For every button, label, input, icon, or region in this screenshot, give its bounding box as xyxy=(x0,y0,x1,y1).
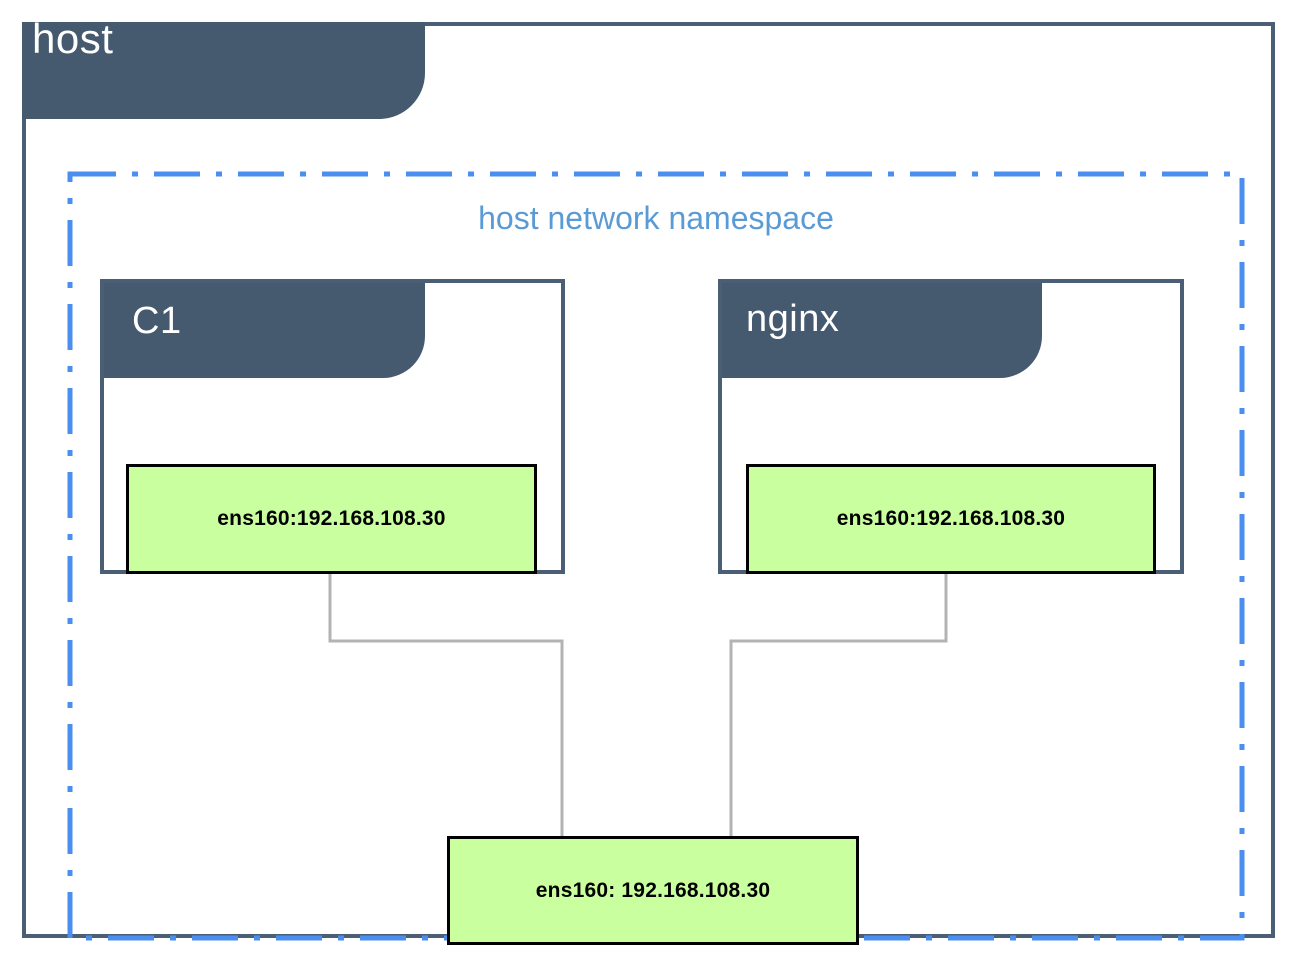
container-nginx-title: nginx xyxy=(746,298,840,340)
container-nginx-header xyxy=(722,283,1042,378)
interface-box-nginx: ens160:192.168.108.30 xyxy=(746,464,1156,574)
host-header xyxy=(22,22,425,119)
interface-box-host: ens160: 192.168.108.30 xyxy=(447,836,859,945)
host-title: host xyxy=(32,15,114,62)
namespace-label: host network namespace xyxy=(478,200,834,236)
container-c1-title: C1 xyxy=(132,300,182,342)
container-c1-header xyxy=(104,283,425,378)
interface-box-c1: ens160:192.168.108.30 xyxy=(126,464,537,574)
